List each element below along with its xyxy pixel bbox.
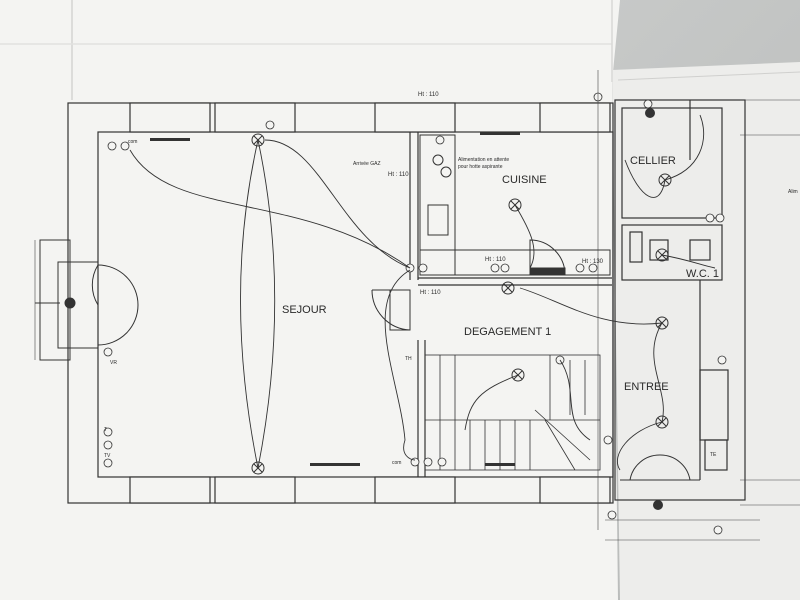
com-label-1: com bbox=[128, 139, 137, 145]
wiring bbox=[129, 114, 716, 471]
te-label: TE bbox=[710, 452, 717, 458]
height-annotation-130: Ht : 130 bbox=[582, 259, 604, 265]
tv-label: TV bbox=[104, 453, 111, 459]
hood-supply-label-2: pour hotte aspirante bbox=[458, 164, 503, 170]
left-door bbox=[35, 239, 139, 361]
height-annotation-wall: Ht : 110 bbox=[485, 257, 506, 263]
right-annex-walls bbox=[614, 99, 746, 501]
light-degagement bbox=[501, 281, 515, 295]
dimension-lines bbox=[34, 70, 800, 541]
room-label-degagement: DEGAGEMENT 1 bbox=[464, 326, 551, 338]
t-label: T bbox=[104, 427, 107, 433]
height-annotation-kitchen: Ht : 110 bbox=[388, 172, 409, 178]
kitchen-units bbox=[419, 134, 611, 276]
staircase bbox=[424, 354, 601, 471]
hood-supply-label-1: Alimentation en attente bbox=[458, 157, 509, 163]
entree-door bbox=[620, 454, 700, 481]
paper-fold bbox=[617, 71, 800, 81]
paper-sheet-right bbox=[612, 62, 800, 600]
gas-inlet-label: Arrivée GAZ bbox=[353, 161, 381, 167]
paper-sheet-main bbox=[0, 0, 620, 600]
room-label-cuisine: CUISINE bbox=[502, 174, 547, 186]
room-label-cellier: CELLIER bbox=[630, 155, 676, 167]
com-label-2: com bbox=[392, 460, 401, 466]
room-label-sejour: SEJOUR bbox=[282, 304, 327, 316]
room-label-wc: W.C. 1 bbox=[686, 268, 719, 280]
alim-edge-label: Alim bbox=[788, 189, 798, 195]
vr-label: VR bbox=[110, 360, 117, 366]
entry-light-point bbox=[653, 500, 663, 510]
height-annotation-wall-2: Ht : 110 bbox=[420, 290, 441, 296]
th-label: TH bbox=[405, 356, 412, 362]
power-outlets bbox=[103, 92, 727, 535]
cellier-point bbox=[645, 108, 655, 118]
room-label-entree: ENTREE bbox=[624, 381, 669, 393]
outer-walls bbox=[67, 102, 614, 504]
height-annotation-top: Ht : 110 bbox=[418, 92, 439, 98]
